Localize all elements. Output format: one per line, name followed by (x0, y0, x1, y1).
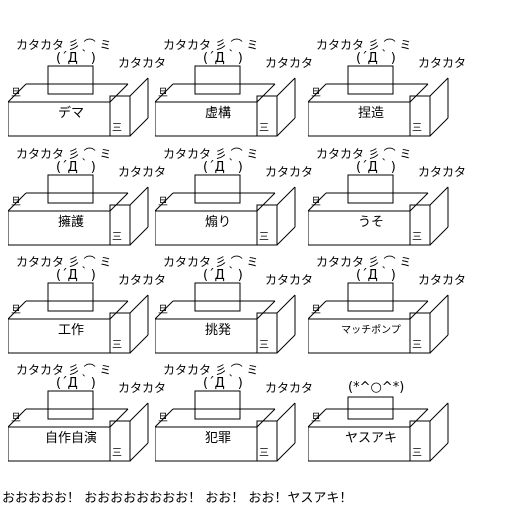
svg-text:三: 三 (259, 232, 269, 243)
panel-2: カタカタ 彡 ⌒ ミ (´Д｀) カタカタ 旦 三 虚構 (155, 38, 313, 144)
face: (´Д｀) (356, 268, 396, 283)
panel-12-final: (*^○^*) 旦 三 ヤスアキ (308, 363, 458, 469)
sound-effect: カタカタ (118, 381, 167, 395)
face: (´Д｀) (203, 51, 243, 66)
pc-desk-art: 旦 三 (8, 282, 149, 354)
panel-label: マッチポンプ (341, 325, 401, 336)
sound-effect: カタカタ 彡 ⌒ ミ (16, 363, 112, 377)
pc-desk-art: 旦 三 (155, 65, 296, 137)
svg-text:三: 三 (112, 448, 122, 459)
panel-label: 挑発 (204, 323, 231, 338)
sound-effect: カタカタ (265, 56, 314, 70)
svg-text:三: 三 (412, 448, 422, 459)
pc-desk-art: 旦 三 (155, 282, 296, 354)
sound-effect: カタカタ 彡 ⌒ ミ (316, 38, 412, 52)
panel-label: 自作自演 (44, 431, 97, 446)
pc-desk-art: 旦 三 (308, 174, 449, 246)
face: (´Д｀) (203, 268, 243, 283)
sound-effect: カタカタ (418, 56, 467, 70)
svg-text:旦: 旦 (311, 412, 321, 424)
pc-desk-art: 旦 三 (155, 390, 296, 462)
sound-effect: カタカタ (418, 273, 467, 287)
sound-effect: カタカタ (418, 165, 467, 179)
panel-label: デマ (57, 106, 84, 121)
face: (´Д｀) (203, 160, 243, 175)
pc-desk-art: 旦 三 (8, 65, 149, 137)
sound-effect: カタカタ 彡 ⌒ ミ (163, 38, 259, 52)
sound-effect: カタカタ 彡 ⌒ ミ (163, 147, 259, 161)
pc-desk-art: 旦 三 (308, 282, 449, 354)
panel-9: カタカタ 彡 ⌒ ミ (´Д｀) カタカタ 旦 三 マッチポンプ (308, 255, 466, 361)
svg-text:三: 三 (412, 232, 422, 243)
sound-effect: カタカタ 彡 ⌒ ミ (16, 38, 112, 52)
svg-text:旦: 旦 (11, 196, 21, 208)
sound-effect: カタカタ (265, 273, 314, 287)
panel-label: 捏造 (357, 106, 384, 121)
svg-text:三: 三 (259, 340, 269, 351)
pc-desk-art: 旦 三 (8, 390, 149, 462)
svg-text:三: 三 (412, 123, 422, 134)
panel-7: カタカタ 彡 ⌒ ミ (´Д｀) カタカタ 旦 三 工作 (8, 255, 166, 361)
face: (´Д｀) (356, 51, 396, 66)
panel-1: カタカタ 彡 ⌒ ミ (´Д｀) カタカタ 旦 三 デマ (8, 38, 166, 144)
svg-text:三: 三 (412, 340, 422, 351)
panel-label: 犯罪 (204, 431, 231, 446)
svg-text:旦: 旦 (158, 87, 168, 99)
panel-label: 工作 (57, 323, 84, 338)
svg-text:旦: 旦 (11, 304, 21, 316)
face: (´Д｀) (56, 376, 96, 391)
panel-4: カタカタ 彡 ⌒ ミ (´Д｀) カタカタ 旦 三 擁護 (8, 147, 166, 253)
face: (´Д｀) (56, 51, 96, 66)
sound-effect: カタカタ 彡 ⌒ ミ (163, 255, 259, 269)
svg-text:三: 三 (112, 232, 122, 243)
svg-text:旦: 旦 (11, 87, 21, 99)
sound-effect: カタカタ 彡 ⌒ ミ (163, 363, 259, 377)
svg-text:旦: 旦 (311, 196, 321, 208)
sound-effect: カタカタ (118, 273, 167, 287)
svg-text:旦: 旦 (311, 87, 321, 99)
panel-6: カタカタ 彡 ⌒ ミ (´Д｀) カタカタ 旦 三 うそ (308, 147, 466, 253)
sound-effect: カタカタ (118, 56, 167, 70)
face: (´Д｀) (56, 160, 96, 175)
sound-effect: カタカタ (265, 381, 314, 395)
pc-desk-art: 旦 三 (155, 174, 296, 246)
panel-8: カタカタ 彡 ⌒ ミ (´Д｀) カタカタ 旦 三 挑発 (155, 255, 313, 361)
svg-text:三: 三 (112, 340, 122, 351)
svg-text:三: 三 (112, 123, 122, 134)
panel-11: カタカタ 彡 ⌒ ミ (´Д｀) カタカタ 旦 三 犯罪 (155, 363, 313, 469)
sound-effect: カタカタ (265, 165, 314, 179)
svg-text:旦: 旦 (158, 304, 168, 316)
pc-desk-art: 旦 三 (308, 65, 449, 137)
pc-desk-art: 旦 三 (8, 174, 149, 246)
panel-5: カタカタ 彡 ⌒ ミ (´Д｀) カタカタ 旦 三 煽り (155, 147, 313, 253)
sound-effect: カタカタ 彡 ⌒ ミ (316, 255, 412, 269)
sound-effect: カタカタ 彡 ⌒ ミ (16, 255, 112, 269)
face: (´Д｀) (56, 268, 96, 283)
panel-3: カタカタ 彡 ⌒ ミ (´Д｀) カタカタ 旦 三 捏造 (308, 38, 466, 144)
svg-text:旦: 旦 (158, 196, 168, 208)
svg-text:三: 三 (259, 448, 269, 459)
footer-text: おおおおお！ おおおおおおおお！ おお！ おお！ヤスアキ！ (2, 491, 353, 506)
face: (´Д｀) (356, 160, 396, 175)
pc-desk-art: 旦 三 (308, 396, 449, 462)
face: (´Д｀) (203, 376, 243, 391)
svg-text:三: 三 (259, 123, 269, 134)
sound-effect: カタカタ (118, 165, 167, 179)
panel-label: 煽り (204, 215, 231, 230)
sound-effect: カタカタ 彡 ⌒ ミ (16, 147, 112, 161)
panel-10: カタカタ 彡 ⌒ ミ (´Д｀) カタカタ 旦 三 自作自演 (8, 363, 166, 469)
panel-label: うそ (357, 215, 384, 230)
panel-label: 虚構 (204, 106, 231, 121)
sound-effect: カタカタ 彡 ⌒ ミ (316, 147, 412, 161)
svg-text:旦: 旦 (158, 412, 168, 424)
panel-label: ヤスアキ (344, 431, 397, 446)
svg-text:旦: 旦 (11, 412, 21, 424)
happy-face: (*^○^*) (348, 380, 405, 395)
svg-text:旦: 旦 (311, 304, 321, 316)
panel-label: 擁護 (57, 215, 84, 230)
